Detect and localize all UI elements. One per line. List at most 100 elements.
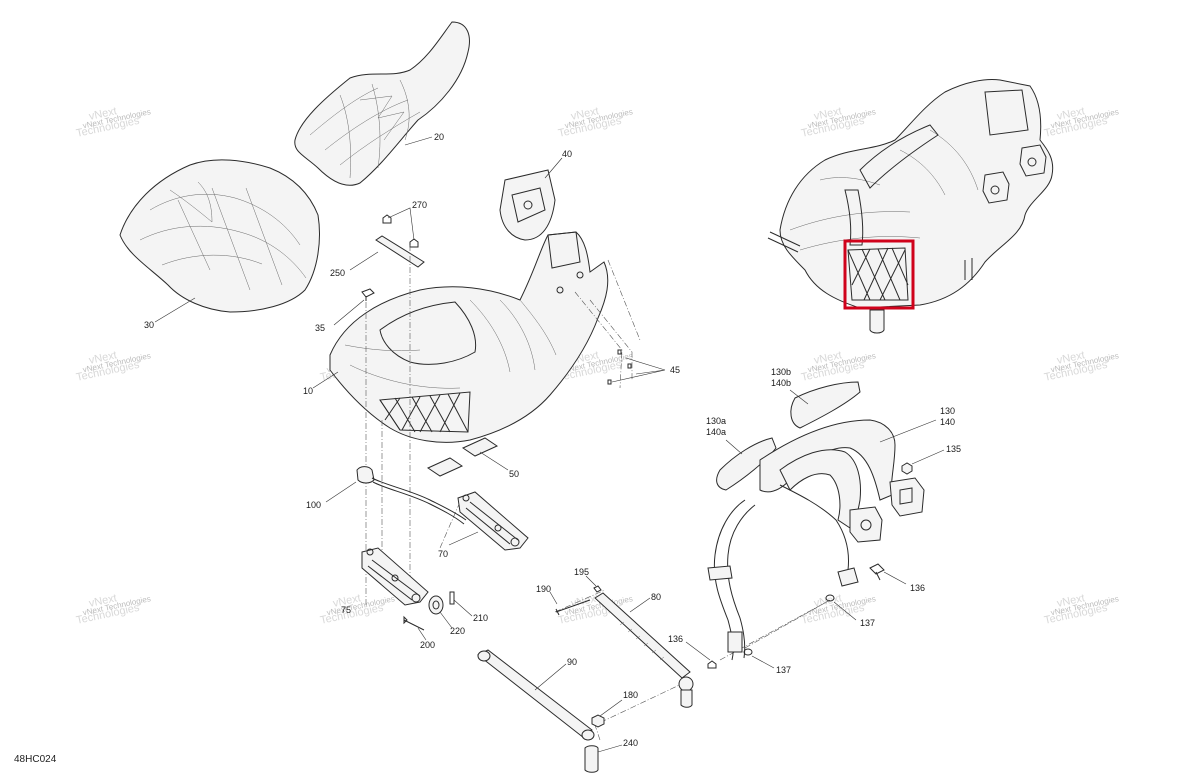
diagram-code: 48HC024: [14, 754, 57, 765]
callout-130a[interactable]: 130a: [706, 416, 726, 426]
part-135-nut[interactable]: [901, 462, 913, 475]
leader-210: [453, 599, 473, 617]
callout-200[interactable]: 200: [420, 640, 435, 650]
leader-45: [611, 357, 666, 383]
assembled-lattice: [847, 247, 909, 301]
part-200-bolt[interactable]: [403, 615, 425, 631]
part-210-screw[interactable]: [449, 591, 455, 605]
svg-text:vNext: vNext: [1056, 592, 1086, 610]
assembled-seat-view[interactable]: [767, 79, 1054, 334]
part-180-nut[interactable]: [591, 714, 605, 728]
watermark: vNext Technologies vNext Technologies: [75, 349, 151, 384]
callout-240[interactable]: 240: [623, 738, 638, 748]
part-35-clip[interactable]: [361, 288, 375, 301]
callout-270[interactable]: 270: [412, 200, 427, 210]
svg-text:vNext: vNext: [813, 105, 843, 123]
callout-250[interactable]: 250: [330, 268, 345, 278]
watermark: vNext Technologies vNext Technologies: [1043, 592, 1119, 627]
leader-136-upper: [883, 571, 907, 585]
callout-190[interactable]: 190: [536, 584, 551, 594]
part-250-plate[interactable]: [375, 235, 425, 268]
part-240-spacer[interactable]: [584, 745, 599, 773]
part-75-slider-rail[interactable]: [361, 547, 429, 606]
svg-text:vNext: vNext: [88, 592, 118, 610]
part-195-clip[interactable]: [593, 585, 602, 593]
callout-100[interactable]: 100: [306, 500, 321, 510]
watermark: vNext Technologies vNext Technologies: [557, 105, 633, 140]
part-137-nut[interactable]: [743, 648, 753, 656]
leader-195: [585, 575, 597, 587]
callout-20[interactable]: 20: [434, 132, 444, 142]
callout-140b[interactable]: 140b: [771, 378, 791, 388]
watermark: vNext Technologies vNext Technologies: [800, 349, 876, 384]
svg-text:vNext: vNext: [813, 349, 843, 367]
watermark: vNext Technologies vNext Technologies: [75, 105, 151, 140]
callout-130[interactable]: 130: [940, 406, 955, 416]
assembly-lines: [365, 245, 831, 741]
part-100-release-cable[interactable]: [356, 466, 467, 525]
part-220-bushing[interactable]: [428, 595, 444, 615]
callout-140[interactable]: 140: [940, 417, 955, 427]
part-80-adjuster-bar[interactable]: [594, 592, 694, 708]
leader-136: [685, 641, 711, 661]
svg-text:vNext: vNext: [1056, 349, 1086, 367]
leader-137: [751, 655, 775, 669]
callout-80[interactable]: 80: [651, 592, 661, 602]
leader-190: [549, 591, 558, 605]
callout-50[interactable]: 50: [509, 469, 519, 479]
callout-45[interactable]: 45: [670, 365, 680, 375]
callout-137-upper[interactable]: 137: [860, 618, 875, 628]
callout-30[interactable]: 30: [144, 320, 154, 330]
callout-137[interactable]: 137: [776, 665, 791, 675]
part-90-cross-bar[interactable]: [477, 649, 595, 741]
callout-180[interactable]: 180: [623, 690, 638, 700]
callout-90[interactable]: 90: [567, 657, 577, 667]
leader-30: [154, 297, 196, 323]
part-130b-140b-pad[interactable]: [790, 381, 861, 429]
part-50-labels[interactable]: [426, 437, 499, 477]
part-20-backrest-cushion[interactable]: [294, 21, 470, 186]
callout-140a[interactable]: 140a: [706, 427, 726, 437]
part-130a-140a-pad[interactable]: [716, 437, 777, 491]
part-70-slider-rail[interactable]: [457, 491, 529, 551]
watermark: vNext Technologies vNext Technologies: [800, 105, 876, 140]
callout-75[interactable]: 75: [341, 605, 351, 615]
part-30-seat-cushion[interactable]: [119, 159, 320, 313]
callout-136[interactable]: 136: [668, 634, 683, 644]
callout-70[interactable]: 70: [438, 549, 448, 559]
callout-135[interactable]: 135: [946, 444, 961, 454]
part-45-fasteners[interactable]: [607, 349, 632, 385]
callout-10[interactable]: 10: [303, 386, 313, 396]
callout-35[interactable]: 35: [315, 323, 325, 333]
part-137-nut-upper[interactable]: [825, 594, 835, 602]
svg-text:vNext: vNext: [88, 105, 118, 123]
part-40-headrest-bracket[interactable]: [499, 169, 556, 241]
callout-195[interactable]: 195: [574, 567, 589, 577]
watermark: vNext Technologies vNext Technologies: [1043, 105, 1119, 140]
leader-20: [404, 136, 433, 146]
callout-136-upper[interactable]: 136: [910, 583, 925, 593]
part-190-pin[interactable]: [555, 599, 591, 616]
part-10-seat-shell[interactable]: [329, 231, 609, 443]
leader-90: [534, 663, 567, 691]
part-136-bolt-upper[interactable]: [869, 563, 885, 581]
svg-text:vNext: vNext: [570, 592, 600, 610]
svg-text:vNext: vNext: [88, 349, 118, 367]
part-130-140-harness[interactable]: [707, 419, 925, 661]
leader-35: [333, 299, 365, 326]
shell-lattice: [379, 391, 471, 433]
svg-text:vNext: vNext: [332, 592, 362, 610]
leader-50: [479, 451, 509, 471]
callout-210[interactable]: 210: [473, 613, 488, 623]
svg-text:vNext: vNext: [1056, 105, 1086, 123]
svg-text:vNext: vNext: [570, 105, 600, 123]
leader-135: [911, 449, 945, 465]
part-136-bolt[interactable]: [707, 660, 717, 669]
leader-130b: [789, 389, 809, 405]
callout-130b[interactable]: 130b: [771, 367, 791, 377]
leader-80: [629, 597, 651, 613]
callout-40[interactable]: 40: [562, 149, 572, 159]
leader-70: [448, 531, 479, 546]
callout-220[interactable]: 220: [450, 626, 465, 636]
